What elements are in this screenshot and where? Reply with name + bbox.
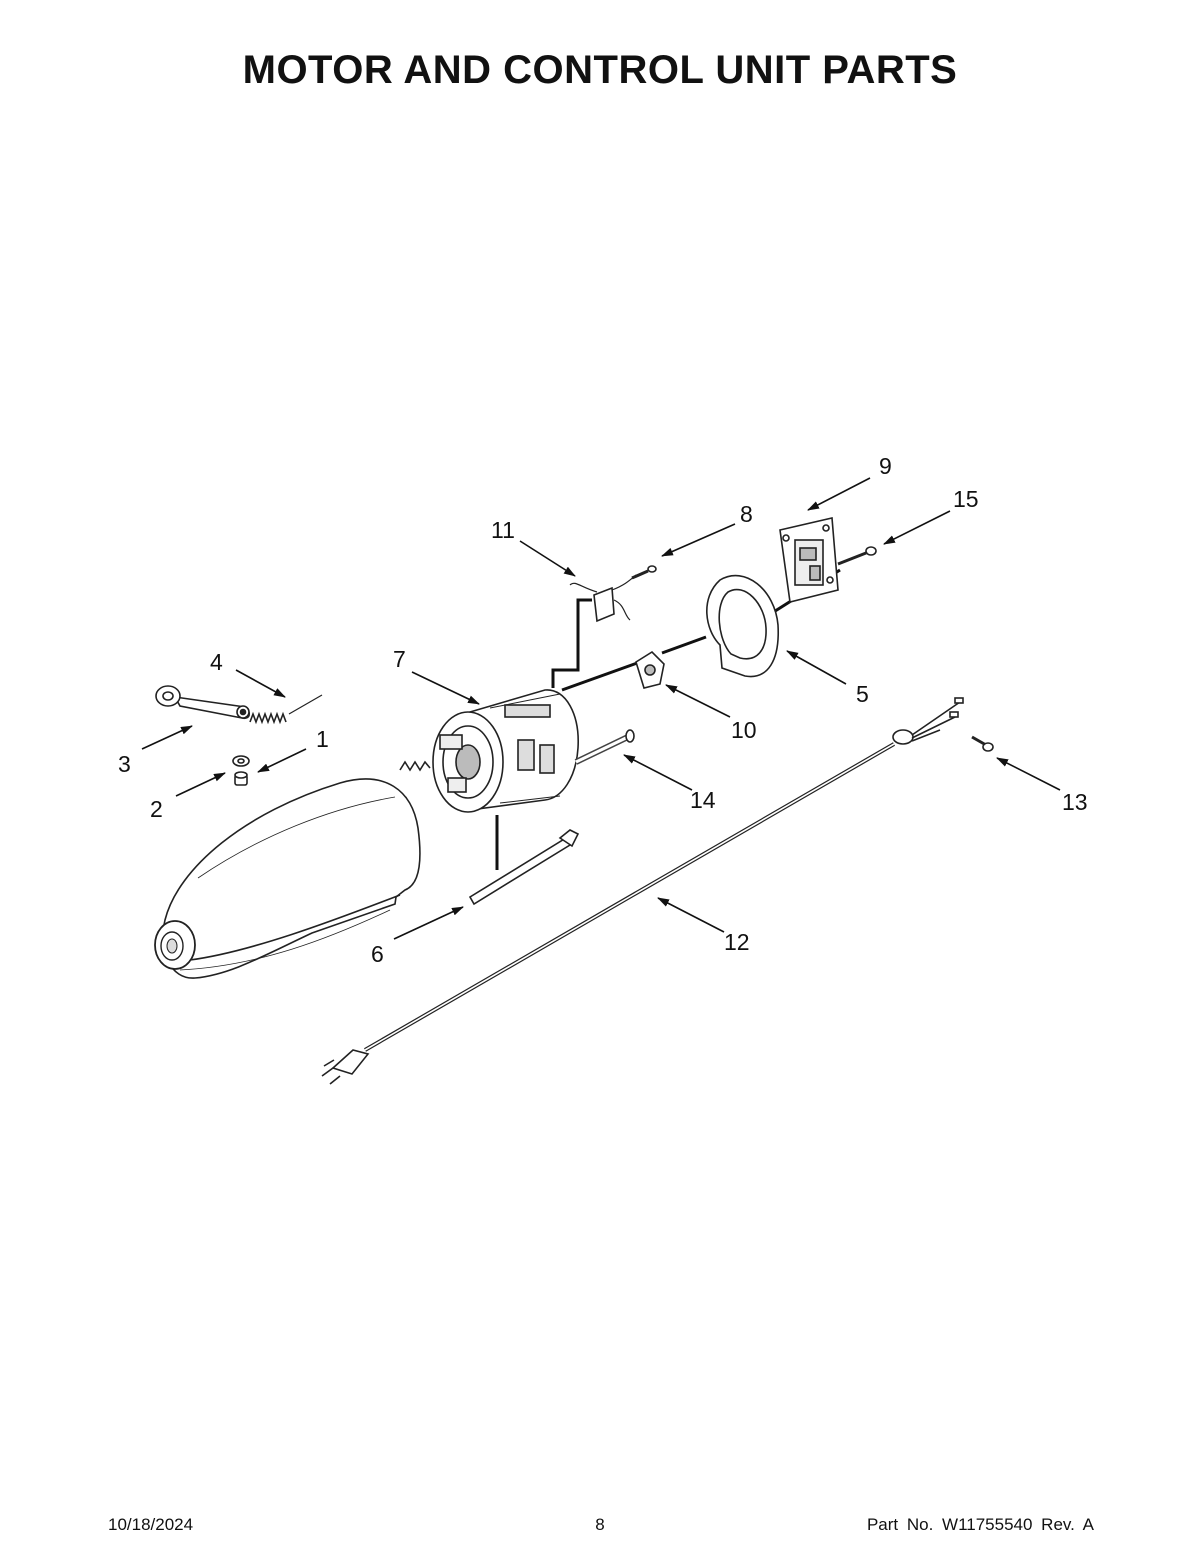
leader-arrow-11: [519, 540, 576, 577]
part-7-motor: [399, 689, 579, 813]
leader-arrow-14: [623, 754, 693, 791]
callout-12: 12: [724, 929, 750, 955]
leader-arrow-8: [661, 523, 736, 557]
callout-10: 10: [731, 717, 757, 743]
callout-1: 1: [316, 726, 329, 752]
leader-arrow-13: [996, 757, 1061, 791]
part-14-bolt: [574, 729, 635, 765]
callout-labels: 1 2 3 4 5 6 7 8 9 10 11 12 13 14 15: [118, 453, 1088, 967]
callout-6: 6: [371, 941, 384, 967]
part-3-lever: [155, 685, 251, 720]
footer-part-number: Part No. W11755540 Rev. A: [866, 1515, 1094, 1534]
leader-arrow-3: [141, 725, 193, 750]
part-11-control-module: [569, 574, 637, 623]
part-9-control-board: [779, 517, 839, 603]
leader-arrow-7: [411, 671, 480, 705]
callout-5: 5: [856, 681, 869, 707]
part-1-washer: [232, 755, 250, 767]
leader-arrow-9: [807, 477, 871, 511]
callout-7: 7: [393, 646, 406, 672]
motor-housing-shell: [154, 778, 421, 979]
callout-4: 4: [210, 649, 223, 675]
leader-arrow-6: [393, 906, 464, 940]
leader-arrow-15: [883, 510, 951, 545]
leader-arrow-1: [257, 748, 307, 773]
callout-3: 3: [118, 751, 131, 777]
leader-arrow-12: [657, 897, 725, 933]
leader-arrow-2: [175, 772, 226, 797]
part-5-ring: [706, 574, 779, 678]
callout-14: 14: [690, 787, 716, 813]
callout-15: 15: [953, 486, 979, 512]
leader-arrow-5: [786, 650, 847, 685]
page-title: MOTOR AND CONTROL UNIT PARTS: [242, 48, 958, 92]
callout-11: 11: [491, 517, 515, 543]
leader-arrow-4: [235, 669, 286, 698]
part-13-screw: [971, 735, 994, 752]
footer-page-number: 8: [595, 1515, 605, 1534]
part-6-bracket: [468, 829, 580, 906]
callout-13: 13: [1062, 789, 1088, 815]
callout-8: 8: [740, 501, 753, 527]
part-2-screw: [234, 771, 248, 786]
callout-9: 9: [879, 453, 892, 479]
part-12-power-cord: [321, 697, 964, 1085]
footer-date: 10/18/2024: [108, 1515, 194, 1534]
part-15-screw: [837, 546, 877, 566]
leader-arrows: [141, 477, 1061, 940]
part-10-connector: [635, 650, 665, 689]
part-4-spring: [249, 694, 323, 725]
callout-2: 2: [150, 796, 163, 822]
leader-arrow-10: [665, 684, 731, 718]
part-8-screw: [631, 565, 657, 580]
